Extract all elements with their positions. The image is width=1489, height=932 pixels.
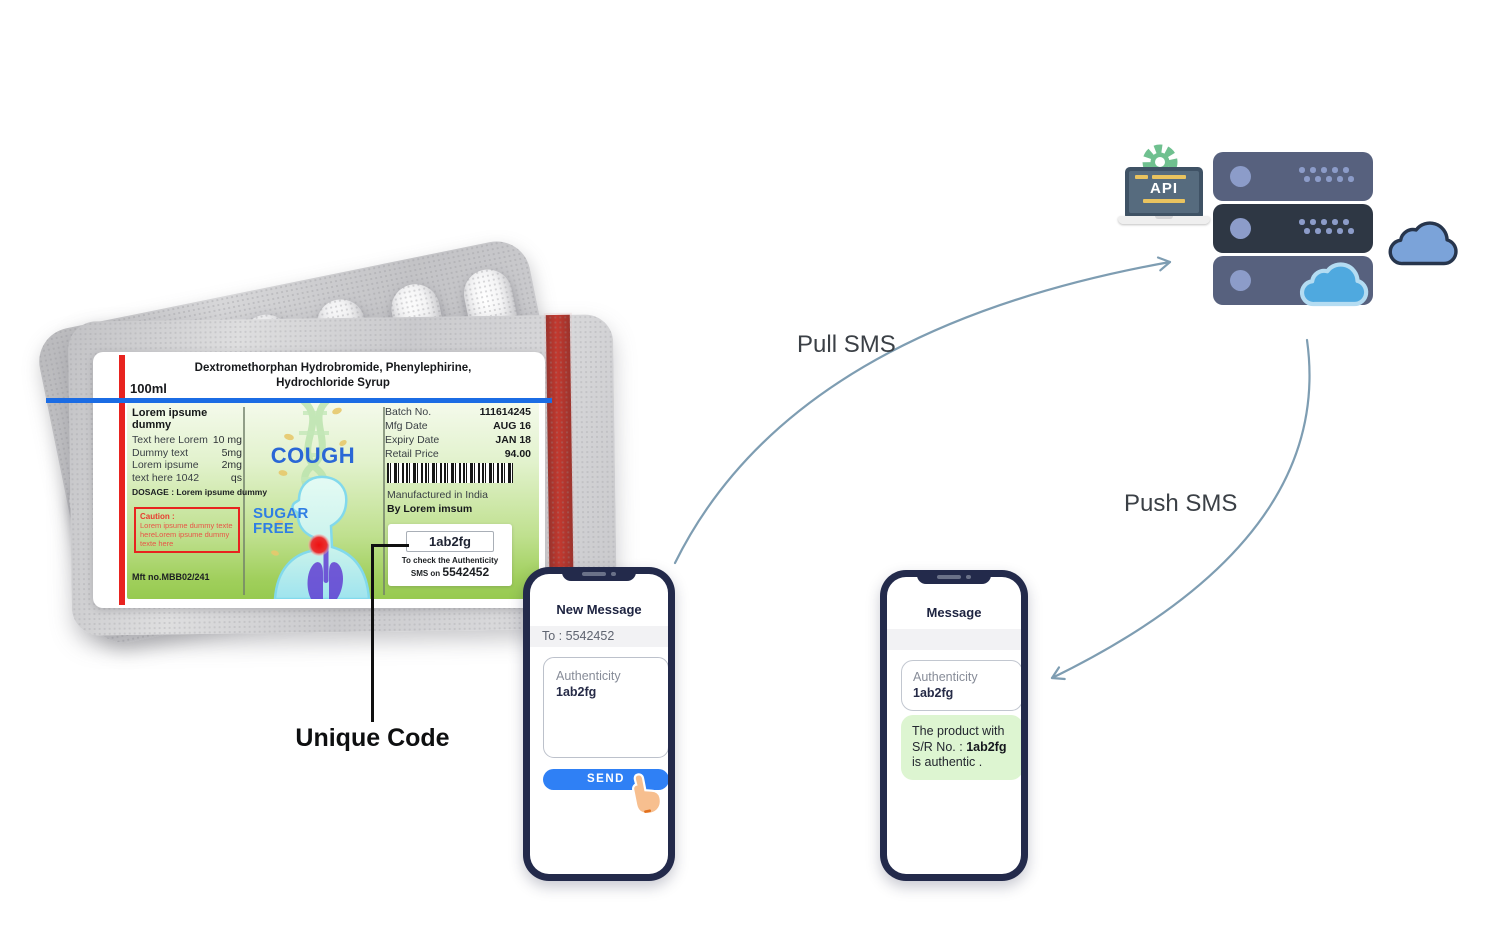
server-stack	[1213, 152, 1373, 308]
api-laptop-base	[1118, 216, 1210, 224]
throat-highlight	[308, 534, 330, 556]
gear-icon	[1132, 140, 1188, 180]
camera-icon	[966, 574, 971, 580]
caution-box: Caution : Lorem ipsume dummy texte hereL…	[134, 507, 240, 553]
phone-send: New Message To : 5542452 Authenticity 1a…	[523, 567, 675, 881]
reply-line2: S/R No. : 1ab2fg	[912, 739, 1007, 754]
dosage-line: DOSAGE : Lorem ipsume dummy	[132, 487, 268, 497]
callout-line-horizontal	[371, 544, 409, 547]
api-screen: API	[1129, 171, 1199, 213]
sent-line2: 1ab2fg	[913, 686, 954, 700]
callout-line-vertical	[371, 544, 374, 722]
empty-header-bar	[887, 629, 1021, 650]
label-volume: 100ml	[130, 381, 167, 396]
phone-receive-title: Message	[926, 605, 982, 620]
push-sms-arrowhead	[1050, 666, 1066, 681]
barcode	[387, 463, 513, 483]
api-label: API	[1149, 180, 1178, 197]
message-input[interactable]: Authenticity 1ab2fg	[543, 657, 668, 758]
dna-human-illustration	[271, 403, 371, 599]
cloud-icon	[1380, 210, 1466, 279]
label-title-line2: Hydrochloride Syrup	[276, 376, 390, 389]
camera-icon	[611, 571, 616, 577]
reply-message-bubble: The product with S/R No. : 1ab2fg is aut…	[901, 715, 1021, 780]
by-line: By Lorem imsum	[387, 503, 473, 515]
authenticity-note: To check the Authenticity	[401, 556, 499, 565]
manufactured-line: Manufactured in India	[387, 489, 488, 501]
label-title: Dextromethorphan Hydrobromide, Phenyleph…	[133, 361, 533, 390]
unique-code-value: 1ab2fg	[406, 531, 494, 552]
sugar-free-text: SUGAR FREE	[253, 505, 309, 537]
server-leds	[1299, 219, 1361, 237]
push-sms-label: Push SMS	[1124, 490, 1238, 517]
cough-text: COUGH	[270, 443, 356, 468]
server-leds	[1299, 167, 1361, 185]
sent-message-bubble: Authenticity 1ab2fg	[901, 660, 1021, 711]
server-drive-icon	[1230, 166, 1251, 187]
server-unit	[1213, 152, 1373, 201]
phone-send-title: New Message	[556, 602, 642, 617]
label-artwork-column: COUGH SUGAR FREE	[245, 403, 381, 599]
caution-text: Lorem ipsume dummy texte hereLorem ipsum…	[140, 521, 233, 548]
phone-receive-screen: Message Authenticity 1ab2fg The product …	[887, 577, 1021, 874]
speaker-icon	[582, 572, 607, 576]
phone-notch	[917, 570, 991, 584]
medicine-label: 100ml Dextromethorphan Hydrobromide, Phe…	[93, 352, 545, 608]
server-unit	[1213, 204, 1373, 253]
phone-send-screen: New Message To : 5542452 Authenticity 1a…	[530, 574, 668, 874]
hand-cursor-icon	[629, 770, 665, 825]
label-title-line1: Dextromethorphan Hydrobromide, Phenyleph…	[194, 362, 472, 374]
to-field[interactable]: To : 5542452	[530, 626, 668, 647]
message-line2: 1ab2fg	[556, 685, 597, 699]
sms-number-line: SMS on 5542452	[410, 565, 490, 579]
message-line1: Authenticity	[556, 669, 621, 683]
api-laptop-icon: API	[1125, 167, 1203, 217]
reply-line3: is authentic .	[912, 755, 983, 769]
pull-sms-arrow	[673, 260, 1172, 565]
server-drive-icon	[1230, 270, 1251, 291]
detail-row: Batch No.111614245	[385, 406, 531, 418]
ingredients-heading: Lorem ipsume dummy	[132, 407, 208, 431]
pull-sms-label: Pull SMS	[797, 331, 896, 358]
mft-number: Mft no.MBB02/241	[132, 572, 210, 582]
phone-receive: Message Authenticity 1ab2fg The product …	[880, 570, 1028, 881]
pull-sms-arrowhead	[1156, 256, 1172, 272]
sent-line1: Authenticity	[913, 670, 978, 684]
label-blue-line	[46, 398, 552, 403]
label-red-stripe	[119, 355, 125, 605]
authenticity-box: 1ab2fg To check the Authenticity SMS on …	[388, 524, 512, 586]
api-bars	[1135, 175, 1193, 179]
speaker-icon	[937, 575, 962, 579]
reply-line1: The product with	[912, 724, 1005, 738]
unique-code-callout: Unique Code	[295, 724, 450, 752]
cloud-icon	[1292, 252, 1376, 319]
caution-title: Caution :	[140, 512, 175, 521]
column-divider	[243, 407, 245, 595]
phone-notch	[562, 567, 636, 581]
server-drive-icon	[1230, 218, 1251, 239]
column-divider	[383, 407, 385, 595]
